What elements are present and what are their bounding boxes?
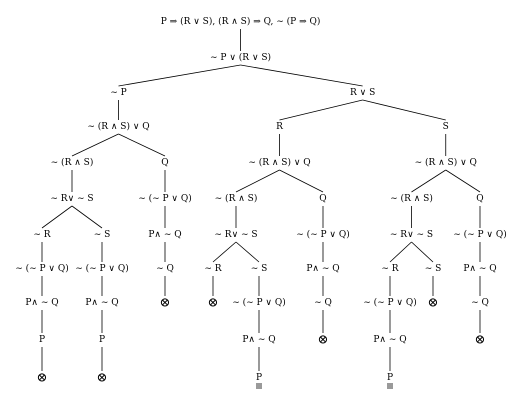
- tableau-formula: ∼ R∨ ∼ S: [390, 230, 433, 240]
- tableau-formula: ∼ P: [110, 88, 126, 98]
- tableau-formula: ∼ Q: [156, 264, 174, 274]
- tableau-formula: ∼ R: [381, 264, 398, 274]
- tableau-formula: ∼ R∨ ∼ S: [214, 230, 257, 240]
- tableau-formula: ∼ R: [33, 230, 50, 240]
- tableau-formula: ∼ Q: [314, 298, 332, 308]
- tableau-formula: P∧ ∼ Q: [242, 335, 275, 345]
- tableau-formula: ∼ (∼ P ∨ Q): [15, 263, 69, 274]
- tree-edge: [362, 99, 446, 121]
- tableau-formula: ∼ S: [425, 264, 442, 274]
- tableau-formula: ∼ (R ∧ S) ∨ Q: [248, 157, 310, 168]
- tableau-formula: Q: [476, 194, 483, 204]
- tree-edge: [212, 241, 237, 263]
- tree-edge: [118, 133, 166, 157]
- tableau-formula: P∧ ∼ Q: [85, 298, 118, 308]
- tableau-formula: P: [256, 373, 262, 383]
- tableau-formula: ∼ (∼ P ∨ Q): [75, 263, 129, 274]
- tableau-formula: ∼ (R ∧ S): [215, 193, 258, 204]
- closed-branch-icon: ⊗: [160, 296, 171, 311]
- tree-edge: [279, 169, 324, 193]
- tableau-formula: ∼ (∼ P ∨ Q): [296, 229, 350, 240]
- tableau-formula: P∧ ∼ Q: [306, 264, 339, 274]
- tree-edge: [240, 64, 363, 87]
- closed-branch-icon: ⊗: [428, 296, 439, 311]
- tableau-formula: ∼ (R ∧ S) ∨ Q: [415, 157, 477, 168]
- tableau-formula: Q: [319, 194, 326, 204]
- closed-branch-icon: ⊗: [97, 371, 108, 386]
- tree-edge: [235, 169, 280, 193]
- tree-edge: [41, 205, 73, 229]
- tableau-formula: ∼ Q: [471, 298, 489, 308]
- tableau-formula: Q: [161, 158, 168, 168]
- tableau-formula: ∼ (∼ P ∨ Q): [232, 297, 286, 308]
- tableau-formula: P∧ ∼ Q: [463, 264, 496, 274]
- tableau-formula: ∼ (R ∧ S): [390, 193, 433, 204]
- tree-edge: [279, 99, 363, 121]
- tableau-formula: ∼ (∼ P ∨ Q): [363, 297, 417, 308]
- tableau-formula: R: [276, 122, 283, 132]
- tableau-formula: ∼ P ∨ (R ∨ S): [210, 52, 271, 63]
- tableau-formula: S: [443, 122, 449, 132]
- tree-edge: [235, 241, 260, 263]
- tableau-formula: P: [39, 335, 45, 345]
- tableau-formula: ∼ S: [251, 264, 268, 274]
- closed-branch-icon: ⊗: [318, 333, 329, 348]
- tableau-formula: ∼ (R ∧ S) ∨ Q: [87, 121, 149, 132]
- tableau-formula: P∧ ∼ Q: [148, 230, 181, 240]
- tableau-formula: ∼ (∼ P ∨ Q): [138, 193, 192, 204]
- tableau-formula: ∼ (∼ P ∨ Q): [453, 229, 507, 240]
- tree-edge: [411, 169, 446, 193]
- tableau-formula: P: [387, 373, 393, 383]
- tree-edge: [71, 205, 103, 229]
- closed-branch-icon: ⊗: [475, 333, 486, 348]
- tableau-formula: P: [99, 335, 105, 345]
- tree-edge: [411, 241, 434, 263]
- tableau-formula: ∼ S: [94, 230, 111, 240]
- tableau-formula: P ⇒ (R ∨ S), (R ∧ S) ⇒ Q, ∼ (P ⇒ Q): [161, 16, 321, 27]
- tree-edge: [445, 169, 481, 193]
- tableau-formula: ∼ R∨ ∼ S: [50, 194, 93, 204]
- closed-branch-icon: ⊗: [208, 296, 219, 311]
- tableau-formula: ∼ R: [204, 264, 221, 274]
- tableau-formula: P∧ ∼ Q: [373, 335, 406, 345]
- tree-edge: [71, 133, 119, 157]
- tableau-formula: P∧ ∼ Q: [25, 298, 58, 308]
- tableau-formula: ∼ (R ∧ S): [51, 157, 94, 168]
- tree-edge: [118, 64, 241, 87]
- tree-edge: [389, 241, 412, 263]
- closed-branch-icon: ⊗: [37, 371, 48, 386]
- tableau-formula: R ∨ S: [350, 88, 375, 98]
